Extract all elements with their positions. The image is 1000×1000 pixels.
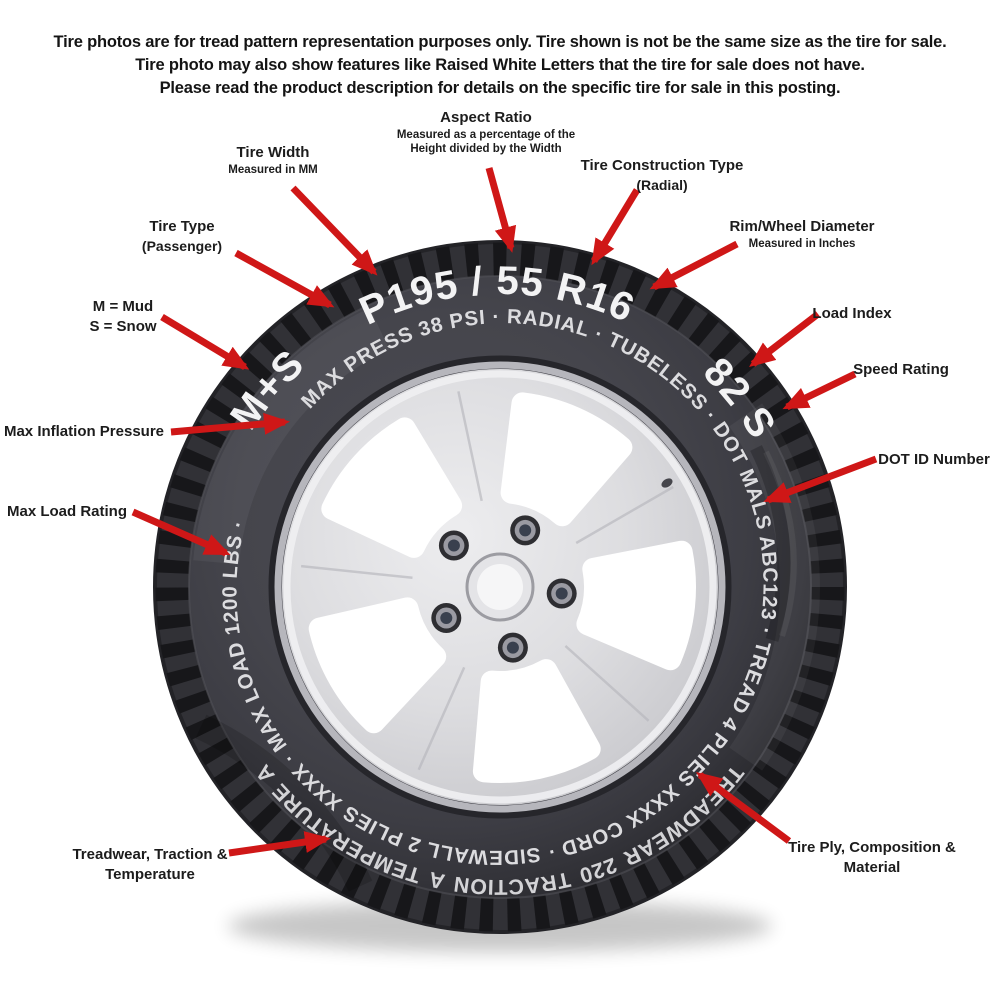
- lug-nut: [438, 530, 469, 561]
- label-tire-width-sub: Measured in MM: [228, 164, 318, 176]
- tread-shade: [195, 714, 373, 892]
- label-aspect-ratio-sub: Measured as a percentage of the: [396, 129, 576, 141]
- label-rim-diameter-title: Rim/Wheel Diameter: [729, 218, 875, 235]
- label-max-inflation-title: Max Inflation Pressure: [3, 423, 165, 440]
- label-tire-type-sub: (Passenger): [141, 238, 223, 254]
- rim-highlight: [283, 370, 717, 804]
- sidewall-swoosh-highlight: [763, 450, 797, 637]
- sidewall-swoosh: [750, 445, 791, 642]
- arrow-speed-rating: [782, 370, 857, 411]
- label-tire-ply-title: Tire Ply, Composition &: [788, 839, 956, 856]
- label-aspect-ratio-sub2: Height divided by the Width: [410, 143, 562, 155]
- disclaimer-line-3: Please read the product description for …: [159, 79, 841, 97]
- label-tire-width: Tire Width Measured in MM: [228, 143, 317, 177]
- rim-flange: [274, 361, 726, 813]
- label-tire-type: Tire Type (Passenger): [142, 217, 222, 255]
- disclaimer-line-2: Tire photo may also show features like R…: [135, 56, 865, 74]
- label-mud-snow: M = Mud S = Snow: [89, 297, 156, 337]
- label-treadwear: Treadwear, Traction & Temperature: [72, 845, 227, 885]
- label-max-load: Max Load Rating: [7, 502, 127, 522]
- arrow-max-inflation: [170, 412, 290, 436]
- spoke-window: [576, 540, 696, 671]
- label-treadwear-title: Treadwear, Traction &: [72, 846, 228, 863]
- disclaimer-line-1: Tire photos are for tread pattern repres…: [53, 33, 947, 51]
- label-mud-snow-title: M = Mud: [92, 298, 154, 315]
- sidewall-sheen-right: [729, 403, 820, 771]
- label-max-inflation: Max Inflation Pressure: [4, 422, 164, 442]
- label-construction-type-sub: (Radial): [636, 177, 688, 193]
- label-load-index: Load Index: [812, 304, 891, 324]
- spoke-window: [472, 659, 601, 783]
- label-tire-width-title: Tire Width: [236, 144, 310, 161]
- arrow-construction-type: [591, 188, 640, 266]
- label-tire-type-title: Tire Type: [149, 218, 215, 235]
- spoke-window: [308, 597, 447, 734]
- label-construction-type: Tire Construction Type (Radial): [581, 156, 744, 194]
- label-mud-snow-sub: S = Snow: [89, 318, 157, 335]
- arrow-mud-snow: [160, 314, 250, 370]
- label-dot-id: DOT ID Number: [878, 450, 990, 470]
- spoke-window: [321, 417, 463, 558]
- label-tire-ply: Tire Ply, Composition & Material: [788, 838, 956, 878]
- lug-nut: [510, 515, 541, 546]
- label-tire-ply-sub: Material: [843, 859, 901, 876]
- arrow-tire-type: [234, 249, 335, 309]
- arrow-dot-id: [763, 455, 878, 504]
- label-rim-diameter-sub: Measured in Inches: [748, 238, 856, 250]
- label-speed-rating-title: Speed Rating: [853, 361, 949, 378]
- hub-bore: [477, 564, 523, 610]
- lug-nut: [431, 603, 462, 633]
- arrow-tire-ply: [695, 772, 792, 844]
- spoke-windows: [308, 392, 696, 783]
- label-aspect-ratio: Aspect Ratio Measured as a percentage of…: [397, 108, 575, 156]
- lug-nuts: [431, 515, 577, 663]
- spoke-creases: [300, 391, 674, 771]
- arrow-load-index: [749, 311, 821, 368]
- disclaimer: Tire photos are for tread pattern repres…: [0, 31, 1000, 100]
- bead-gap: [268, 355, 732, 819]
- arrow-tire-width: [290, 185, 378, 276]
- wheel: [268, 355, 732, 819]
- label-rim-diameter: Rim/Wheel Diameter Measured in Inches: [729, 217, 874, 251]
- annotation-arrows: [131, 167, 878, 857]
- lug-nut: [497, 632, 528, 663]
- spoke-window: [500, 392, 633, 527]
- arrow-max-load: [131, 508, 231, 557]
- label-construction-type-title: Tire Construction Type: [580, 157, 744, 174]
- arrow-rim-diameter: [649, 240, 739, 291]
- label-max-load-title: Max Load Rating: [6, 503, 128, 520]
- valve-stem: [661, 478, 673, 488]
- arrow-treadwear: [228, 831, 331, 857]
- lug-nut: [546, 578, 577, 609]
- label-aspect-ratio-title: Aspect Ratio: [440, 109, 532, 126]
- label-treadwear-sub: Temperature: [105, 866, 195, 883]
- label-dot-id-title: DOT ID Number: [878, 451, 990, 468]
- sidewall-ridge: [188, 275, 812, 899]
- tread-notches: [155, 242, 845, 932]
- label-load-index-title: Load Index: [812, 305, 892, 322]
- label-speed-rating: Speed Rating: [853, 360, 949, 380]
- arrow-aspect-ratio: [485, 167, 517, 253]
